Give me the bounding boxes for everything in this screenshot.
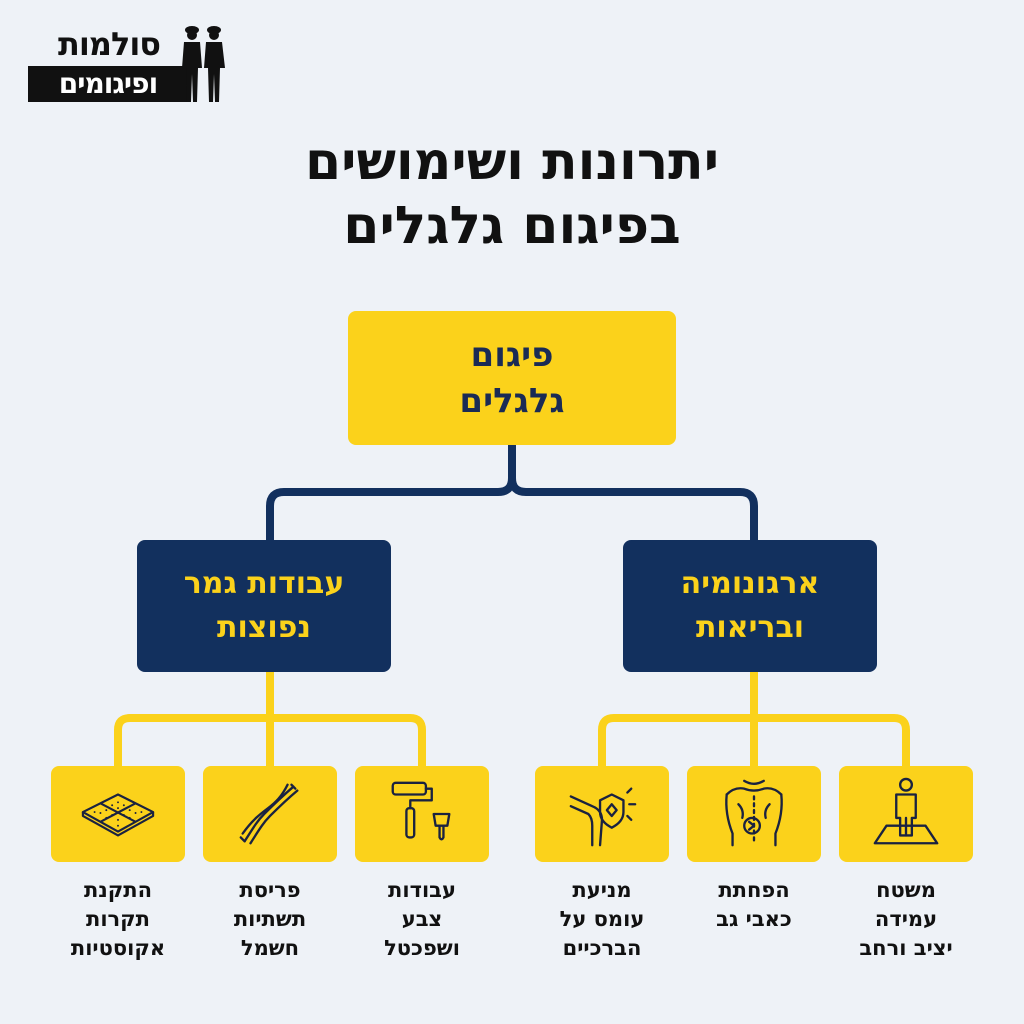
leaf-label-paint-plaster: עבודות צבע ושפכטל — [347, 876, 497, 963]
category-finishing-works: עבודות גמר נפוצות — [137, 540, 391, 672]
back-pain-icon — [725, 779, 783, 847]
leaf-standing-platform — [839, 766, 973, 862]
root-node-rolling-scaffold: פיגום גלגלים — [348, 311, 676, 445]
leaf-label-line: הפחתת — [718, 878, 790, 902]
leaf-label-line: אקוסטיות — [70, 936, 166, 960]
paint-roller-icon — [391, 781, 451, 841]
leaf-label-line: תשתיות — [233, 907, 307, 931]
leaf-label-line: עמידה — [874, 907, 938, 931]
leaf-knee-load — [535, 766, 669, 862]
category-ergonomics-line-1: ארגונומיה — [680, 566, 820, 601]
root-connectors — [266, 441, 758, 544]
logo-line-1: סולמות — [57, 25, 161, 63]
leaf-connectors — [114, 668, 910, 770]
leaf-label-line: ושפכטל — [384, 936, 460, 960]
leaf-paint-plaster — [355, 766, 489, 862]
leaf-label-knee-load: מניעת עומס על הברכיים — [527, 876, 677, 963]
category-finishing-line-2: נפוצות — [217, 610, 311, 645]
leaf-label-back-pain: הפחתת כאבי גב — [679, 876, 829, 934]
leaf-label-line: מניעת — [572, 878, 632, 902]
leaf-label-acoustic-ceiling: התקנת תקרות אקוסטיות — [43, 876, 193, 963]
standing-platform-icon — [873, 777, 939, 845]
leaf-acoustic-ceiling — [51, 766, 185, 862]
page-title: יתרונות ושימושים בפיגום גלגלים — [0, 130, 1024, 258]
knee-protection-icon — [569, 787, 637, 847]
leaf-label-electrical-wiring: פריסת תשתיות חשמל — [195, 876, 345, 963]
leaf-label-line: חשמל — [240, 936, 300, 960]
category-ergonomics-health: ארגונומיה ובריאות — [623, 540, 877, 672]
leaf-label-line: הברכיים — [562, 936, 642, 960]
leaf-label-line: עבודות — [388, 878, 456, 902]
leaf-back-pain — [687, 766, 821, 862]
workers-silhouette-icon — [182, 26, 225, 102]
acoustic-ceiling-icon — [81, 793, 155, 837]
electrical-wires-icon — [239, 783, 299, 845]
root-line-2: גלגלים — [459, 381, 565, 421]
leaf-label-line: התקנת — [83, 878, 153, 902]
leaf-label-line: משטח — [876, 878, 936, 902]
leaf-label-line: צבע — [401, 907, 443, 931]
leaf-label-line: כאבי גב — [716, 907, 792, 931]
root-line-1: פיגום — [470, 335, 554, 375]
category-ergonomics-line-2: ובריאות — [695, 610, 805, 645]
logo-line-2: ופיגומים — [28, 66, 188, 102]
title-line-1: יתרונות ושימושים — [304, 132, 720, 192]
leaf-label-line: תקרות — [85, 907, 150, 931]
brand-logo: סולמות ופיגומים — [28, 22, 228, 106]
leaf-label-line: עומס על — [559, 907, 645, 931]
category-finishing-line-1: עבודות גמר — [183, 566, 345, 601]
leaf-label-line: יציב ורחב — [859, 936, 953, 960]
leaf-label-line: פריסת — [239, 878, 301, 902]
title-line-2: בפיגום גלגלים — [343, 196, 681, 256]
leaf-label-standing-platform: משטח עמידה יציב ורחב — [831, 876, 981, 963]
leaf-electrical-wiring — [203, 766, 337, 862]
